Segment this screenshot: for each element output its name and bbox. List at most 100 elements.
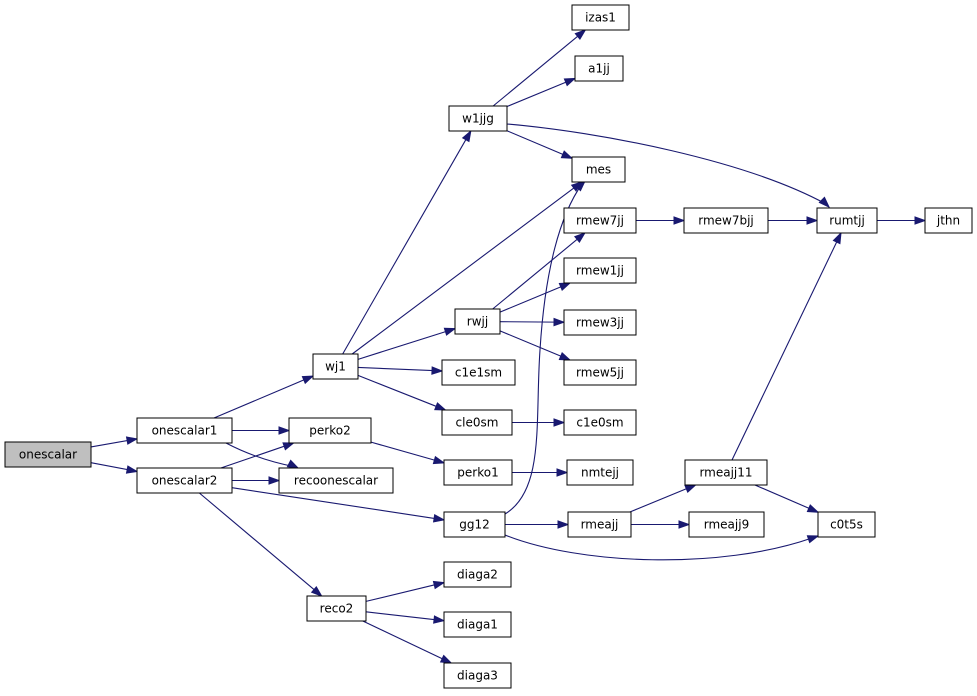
node-label: gg12 — [459, 518, 490, 532]
arrowhead-icon — [278, 426, 291, 435]
node-cle0sm[interactable]: cle0sm — [441, 409, 513, 436]
node-label: rwjj — [467, 315, 488, 329]
arrowhead-icon — [673, 216, 686, 225]
node-c1e1sm[interactable]: c1e1sm — [441, 359, 516, 386]
nodes-layer: onescalar onescalar1 onescalar2 wj1 perko2 re… — [4, 4, 973, 689]
node-box — [684, 459, 768, 486]
node-w1jjg[interactable]: w1jjg — [448, 105, 508, 132]
arrowhead-icon — [301, 375, 315, 385]
node-rmew5jj[interactable]: rmew5jj — [563, 359, 637, 386]
node-wj1[interactable]: wj1 — [312, 353, 359, 380]
edge-perko1-to-nmtejj — [512, 468, 569, 477]
node-c1e0sm[interactable]: c1e0sm — [563, 409, 637, 436]
node-rumtjj[interactable]: rumtjj — [816, 207, 878, 234]
edge-rwjj-to-rmew3jj — [499, 317, 566, 327]
node-box — [566, 459, 634, 486]
node-rmew3jj[interactable]: rmew3jj — [563, 309, 637, 336]
arrowhead-icon — [439, 654, 453, 664]
node-box — [441, 359, 516, 386]
node-label: diaga2 — [457, 568, 498, 582]
edge-cle0sm-to-c1e0sm — [512, 418, 566, 427]
edges-layer — [90, 29, 927, 664]
node-label: diaga1 — [457, 618, 498, 632]
node-gg12[interactable]: gg12 — [443, 511, 506, 538]
edge-rwjj-to-rmew1jj — [499, 282, 572, 313]
edge-onescalar2-to-recoonescalar — [232, 476, 281, 485]
arrowhead-icon — [818, 196, 831, 209]
node-label: mes — [586, 163, 611, 177]
arrowhead-icon — [556, 468, 569, 477]
edge-line — [342, 138, 467, 355]
edge-rmeajj11-to-rumtjj — [731, 231, 842, 461]
node-diaga1[interactable]: diaga1 — [443, 611, 512, 638]
edge-gg12-to-rmeajj — [505, 520, 570, 529]
arrowhead-icon — [574, 29, 587, 41]
arrowhead-icon — [461, 129, 472, 143]
arrowhead-icon — [557, 520, 570, 529]
arrowhead-icon — [574, 179, 587, 192]
node-a1jj[interactable]: a1jj — [574, 55, 624, 82]
node-label: wj1 — [325, 360, 346, 374]
node-diaga2[interactable]: diaga2 — [443, 561, 512, 588]
node-rmeajj9[interactable]: rmeajj9 — [688, 511, 765, 538]
node-box — [683, 207, 769, 234]
node-onescalar2[interactable]: onescalar2 — [136, 467, 233, 494]
arrowhead-icon — [684, 484, 697, 493]
node-rmeajj11[interactable]: rmeajj11 — [684, 459, 768, 486]
node-box — [567, 511, 632, 538]
node-box — [443, 459, 513, 486]
node-label: a1jj — [588, 62, 610, 76]
edge-w1jjg-to-a1jj — [506, 77, 577, 108]
edge-line — [90, 439, 129, 448]
node-box — [306, 595, 367, 622]
arrowhead-icon — [832, 231, 842, 245]
node-box — [563, 359, 637, 386]
edge-line — [506, 123, 827, 205]
node-reco2[interactable]: reco2 — [306, 595, 367, 622]
node-mes[interactable]: mes — [571, 156, 626, 183]
node-jthn[interactable]: jthn — [924, 207, 973, 234]
node-label: rmew7bjj — [698, 214, 754, 228]
edge-wj1-to-cle0sm — [357, 374, 447, 411]
node-onescalar[interactable]: onescalar — [4, 441, 92, 468]
arrowhead-icon — [806, 216, 819, 225]
arrowhead-icon — [563, 77, 577, 87]
node-perko1[interactable]: perko1 — [443, 459, 513, 486]
edge-line — [220, 445, 286, 469]
node-box — [288, 417, 372, 444]
arrowhead-icon — [553, 418, 566, 427]
node-label: c1e1sm — [455, 366, 502, 380]
edge-line — [504, 534, 813, 561]
node-box — [574, 55, 624, 82]
node-label: perko2 — [309, 424, 350, 438]
edge-perko2-to-perko1 — [370, 441, 446, 465]
node-box — [563, 207, 637, 234]
arrowhead-icon — [125, 436, 139, 445]
arrowhead-icon — [678, 520, 691, 529]
node-box — [443, 561, 512, 588]
node-izas1[interactable]: izas1 — [571, 4, 630, 31]
node-label: rmew5jj — [576, 366, 624, 380]
edge-onescalar-to-onescalar2 — [90, 462, 139, 474]
node-label: reco2 — [320, 602, 354, 616]
node-c0t5s[interactable]: c0t5s — [817, 511, 876, 538]
edge-reco2-to-diaga1 — [365, 611, 446, 624]
node-rmew1jj[interactable]: rmew1jj — [563, 257, 637, 284]
node-box — [136, 467, 233, 494]
node-nmtejj[interactable]: nmtejj — [566, 459, 634, 486]
arrowhead-icon — [286, 459, 300, 469]
node-recoonescalar[interactable]: recoonescalar — [278, 467, 394, 494]
node-diaga3[interactable]: diaga3 — [443, 662, 512, 689]
node-perko2[interactable]: perko2 — [288, 417, 372, 444]
node-rmew7bjj[interactable]: rmew7bjj — [683, 207, 769, 234]
node-box — [443, 662, 512, 689]
arrowhead-icon — [432, 580, 446, 590]
node-onescalar1[interactable]: onescalar1 — [136, 417, 233, 444]
node-rmeajj[interactable]: rmeajj — [567, 511, 632, 538]
node-rwjj[interactable]: rwjj — [454, 308, 501, 335]
node-rmew7jj[interactable]: rmew7jj — [563, 207, 637, 234]
arrowhead-icon — [553, 317, 566, 327]
node-label: cle0sm — [456, 416, 499, 430]
edge-line — [499, 330, 562, 358]
